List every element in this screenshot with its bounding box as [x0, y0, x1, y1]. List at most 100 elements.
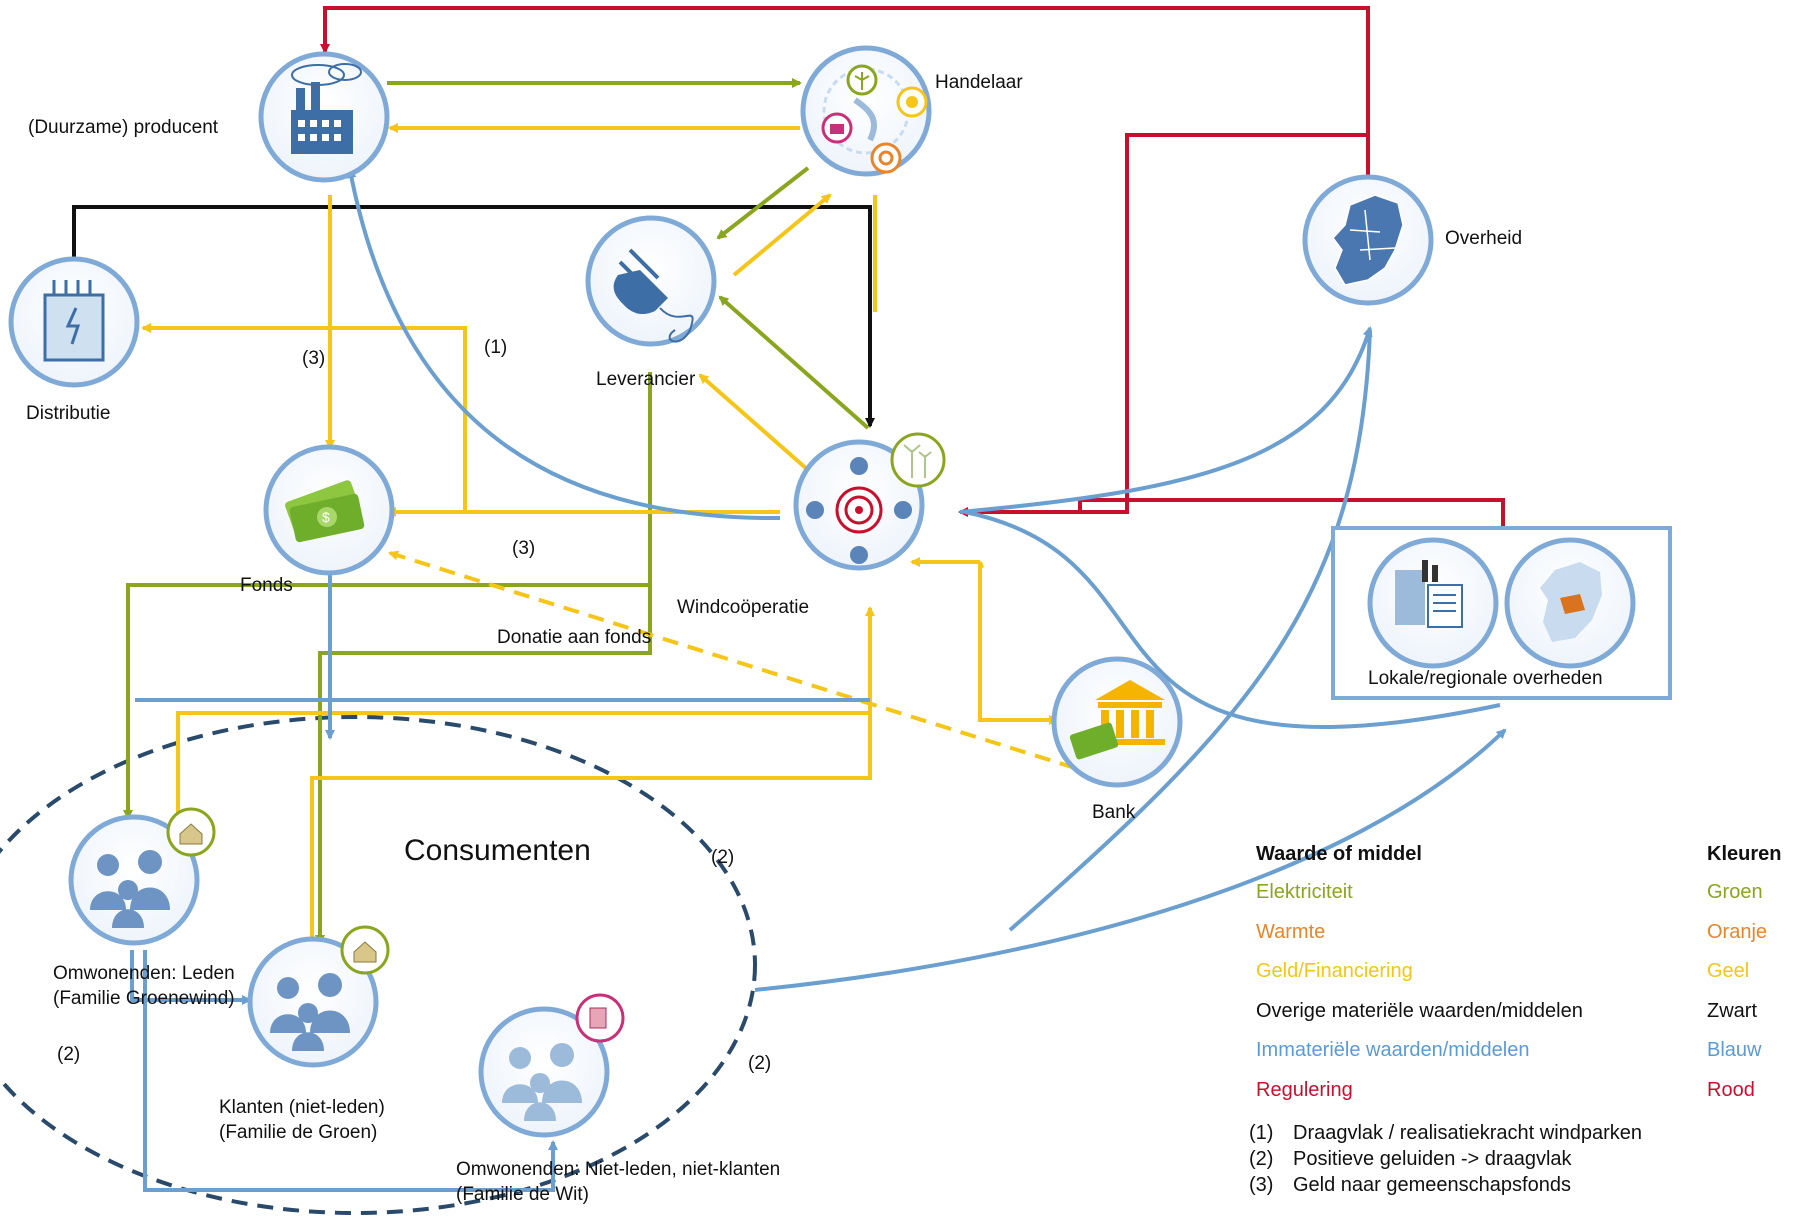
arrow-fonds-to-distributie — [141, 323, 467, 512]
leverancier-label: Leverancier — [596, 369, 696, 390]
lokale-overheden-node[interactable] — [1331, 526, 1672, 700]
arrow-handelaar-to-leverancier — [716, 166, 810, 240]
overheid-node[interactable] — [1302, 174, 1434, 306]
annotation-3-a: (3) — [302, 348, 326, 369]
apartment-icon — [589, 1007, 607, 1029]
annotation-2-c: (2) — [748, 1053, 772, 1074]
lokale-overheden-label: Lokale/regionale overheden — [1368, 668, 1603, 689]
note-2: (2)Positieve geluiden -> draagvlak — [1249, 1148, 1572, 1170]
transformer-icon — [43, 280, 105, 362]
arrow-windcooperatie-to-bank — [978, 561, 1059, 725]
distributie-node[interactable] — [8, 256, 140, 388]
windcooperatie-node[interactable] — [793, 432, 946, 571]
family-icon — [90, 850, 170, 928]
family-icon — [502, 1043, 582, 1121]
arrow-overheid-to-windcooperatie — [958, 133, 1370, 517]
nietleden-node[interactable] — [478, 993, 625, 1138]
arrow-lokale-to-windcooperatie — [1078, 498, 1505, 526]
annotation-2-b: (2) — [57, 1044, 81, 1065]
windcooperatie-label: Windcoöperatie — [677, 597, 810, 618]
netherlands-map-icon — [1332, 194, 1404, 286]
donatie-label: Donatie aan fonds — [497, 627, 652, 648]
cooperative-target-icon — [806, 457, 912, 564]
trading-cycle-icon — [821, 64, 928, 174]
legend-col2-header: Kleuren — [1707, 843, 1782, 865]
legend-color-name-1: Oranje — [1707, 921, 1768, 943]
wind-badge — [890, 432, 946, 488]
nietleden-label-line2: (Familie de Wit) — [456, 1184, 590, 1205]
bank-node[interactable] — [1051, 656, 1183, 788]
legend-color-name-0: Groen — [1707, 881, 1763, 903]
electricity-arrows — [123, 78, 870, 945]
nietleden-label-line1: Omwonenden: Niet-leden, niet-klanten — [456, 1159, 781, 1180]
money-icon: $ — [285, 480, 365, 543]
svg-text:$: $ — [322, 509, 330, 525]
legend-col1-header: Waarde of middel — [1256, 843, 1422, 865]
fonds-label: Fonds — [240, 575, 293, 596]
arrow-windcooperatie-to-producent — [346, 168, 781, 521]
legend-color-name-3: Zwart — [1707, 1000, 1757, 1022]
family-icon — [270, 973, 350, 1051]
arrow-windcooperatie-to-leverancier — [718, 295, 870, 430]
immaterial-arrows — [130, 168, 1507, 1192]
regulation-arrows — [320, 6, 1505, 526]
power-plug-icon — [613, 248, 694, 343]
annotation-3-b: (3) — [512, 538, 536, 559]
producent-node[interactable] — [258, 51, 390, 183]
arrow-leverancier-to-klanten — [315, 585, 652, 945]
arrow-klanten-to-windcooperatie — [310, 713, 872, 943]
legend-value-1: Warmte — [1256, 921, 1326, 943]
province-map-icon — [1540, 562, 1602, 642]
municipality-icon — [1395, 560, 1463, 628]
producent-label: (Duurzame) producent — [28, 117, 219, 138]
arrow-windcooperatie-to-overheid — [959, 326, 1373, 514]
arrow-distributie-to-windcooperatie — [72, 205, 875, 428]
klanten-label-line1: Klanten (niet-leden) — [219, 1097, 385, 1118]
distributie-label: Distributie — [26, 403, 111, 424]
arrow-consumenten-to-overheid — [1008, 329, 1372, 932]
legend-color-name-2: Geel — [1707, 960, 1750, 982]
bank-icon — [1069, 680, 1165, 760]
klanten-node[interactable] — [247, 925, 390, 1068]
house-icon — [353, 941, 377, 963]
bank-label: Bank — [1092, 802, 1136, 823]
arrow-leden-to-windcooperatie — [176, 606, 875, 818]
klanten-label-line2: (Familie de Groen) — [219, 1122, 378, 1143]
arrow-windcooperatie-to-lokale — [964, 510, 1501, 730]
consumenten-group-ellipse — [0, 715, 757, 1215]
factory-icon — [291, 63, 362, 154]
arrow-leverancier-to-leden — [123, 372, 652, 820]
consumenten-label: Consumenten — [404, 834, 591, 867]
handelaar-label: Handelaar — [935, 72, 1023, 93]
legend-value-3: Overige materiële waarden/middelen — [1256, 1000, 1583, 1022]
arrow-windcooperatie-to-leverancier — [698, 373, 810, 472]
overheid-label: Overheid — [1445, 228, 1523, 249]
leden-label-line2: (Familie Groenewind) — [53, 988, 235, 1009]
fonds-node[interactable]: $ — [263, 444, 395, 576]
legend-color-name-4: Blauw — [1707, 1039, 1762, 1061]
material-arrows — [72, 205, 875, 428]
wind-turbine-icon — [903, 444, 932, 478]
legend-value-5: Regulering — [1256, 1079, 1353, 1101]
arrow-leden-to-klanten — [130, 950, 252, 1005]
handelaar-node[interactable] — [800, 45, 932, 177]
leden-label-line1: Omwonenden: Leden — [53, 963, 235, 984]
arrow-overheid-to-producent — [320, 6, 1370, 185]
legend-value-0: Elektriciteit — [1256, 881, 1353, 903]
money-arrows — [141, 123, 1059, 943]
arrow-leden-to-nietleden — [143, 950, 558, 1192]
leverancier-node[interactable] — [585, 215, 717, 347]
annotation-1: (1) — [484, 337, 508, 358]
arrow-bank-donatie-to-fonds — [388, 550, 1076, 770]
legend-color-name-5: Rood — [1707, 1079, 1755, 1101]
legend-value-4: Immateriële waarden/middelen — [1256, 1039, 1530, 1061]
annotation-2-a: (2) — [711, 847, 735, 868]
note-3: (3)Geld naar gemeenschapsfonds — [1249, 1174, 1571, 1196]
arrow-consumenten-to-lokale — [754, 728, 1507, 992]
arrow-leverancier-to-handelaar — [732, 193, 832, 277]
legend-value-2: Geld/Financiering — [1256, 960, 1413, 982]
house-icon — [179, 823, 203, 845]
note-1: (1)Draagvlak / realisatiekracht windpark… — [1249, 1122, 1643, 1144]
leden-node[interactable] — [68, 807, 216, 946]
